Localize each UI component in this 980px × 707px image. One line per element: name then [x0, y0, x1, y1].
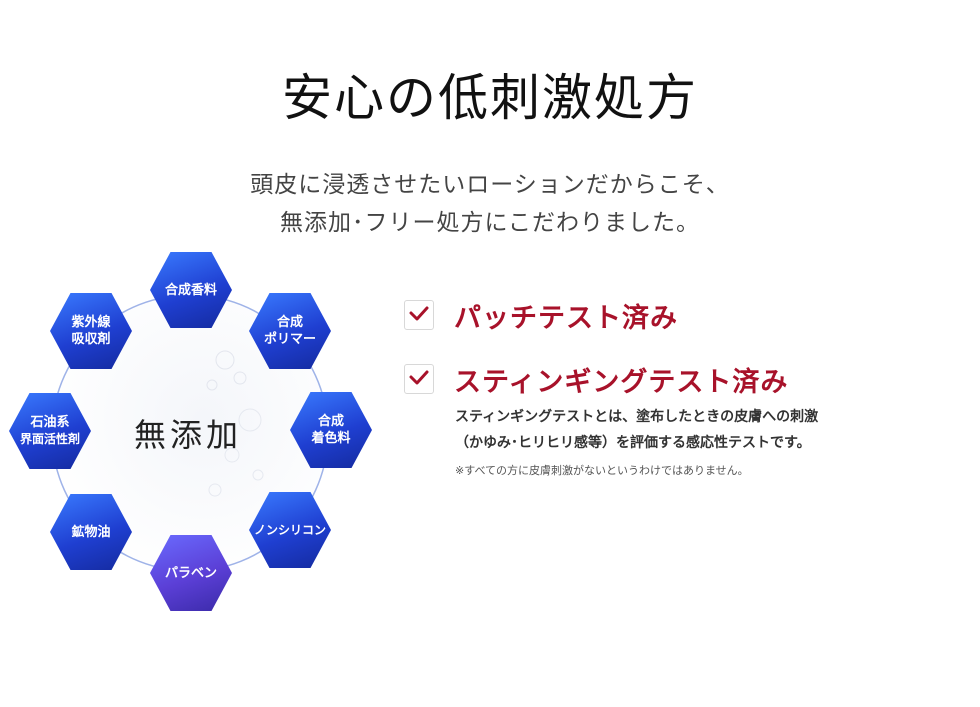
- hex-label: 紫外線: [71, 315, 111, 330]
- hex-label: 合成: [276, 315, 303, 330]
- hex-label: 着色料: [311, 431, 351, 446]
- checkmark-icon: [404, 364, 434, 394]
- hex-label: 合成香料: [164, 282, 217, 298]
- test-checklist: パッチテスト済み スティンギングテスト済み: [404, 296, 964, 424]
- description-line-2: （かゆみ･ヒリヒリ感等）を評価する感応性テストです。: [455, 435, 811, 451]
- hex-label: 石油系: [30, 415, 70, 430]
- hex-paraben: パラベン: [150, 535, 232, 611]
- check-label: パッチテスト済み: [454, 303, 678, 334]
- hex-label: 界面活性剤: [19, 432, 80, 446]
- hex-label: 吸収剤: [71, 332, 111, 347]
- check-item-patch-test: パッチテスト済み: [404, 296, 964, 336]
- lead-text: 頭皮に浸透させたいローションだからこそ、 無添加･フリー処方にこだわりました。: [0, 166, 980, 242]
- hex-label: 鉱物油: [71, 524, 111, 540]
- center-label: 無添加: [133, 416, 242, 454]
- hex-label: ノンシリコン: [253, 522, 326, 537]
- check-label: スティンギングテスト済み: [454, 367, 789, 398]
- additive-free-diagram: 無添加 合成香料 合成 ポリマー 合成 着色料 ノンシリコン パラベン 鉱物油 …: [0, 250, 400, 630]
- disclaimer-note: ※すべての方に皮膚刺激がないというわけではありません。: [455, 464, 749, 477]
- lead-line-2: 無添加･フリー処方にこだわりました。: [279, 210, 701, 236]
- hex-label: パラベン: [164, 565, 217, 581]
- check-item-stinging-test: スティンギングテスト済み: [404, 360, 964, 400]
- page-title: 安心の低刺激処方: [282, 69, 698, 127]
- hex-label: ポリマー: [263, 332, 316, 347]
- checkmark-icon: [404, 300, 434, 330]
- lead-line-1: 頭皮に浸透させたいローションだからこそ、: [250, 172, 730, 198]
- hex-label: 合成: [317, 414, 344, 429]
- description-line-1: スティンギングテストとは、塗布したときの皮膚への刺激: [455, 409, 819, 425]
- stinging-test-description: スティンギングテストとは、塗布したときの皮膚への刺激 （かゆみ･ヒリヒリ感等）を…: [455, 404, 955, 456]
